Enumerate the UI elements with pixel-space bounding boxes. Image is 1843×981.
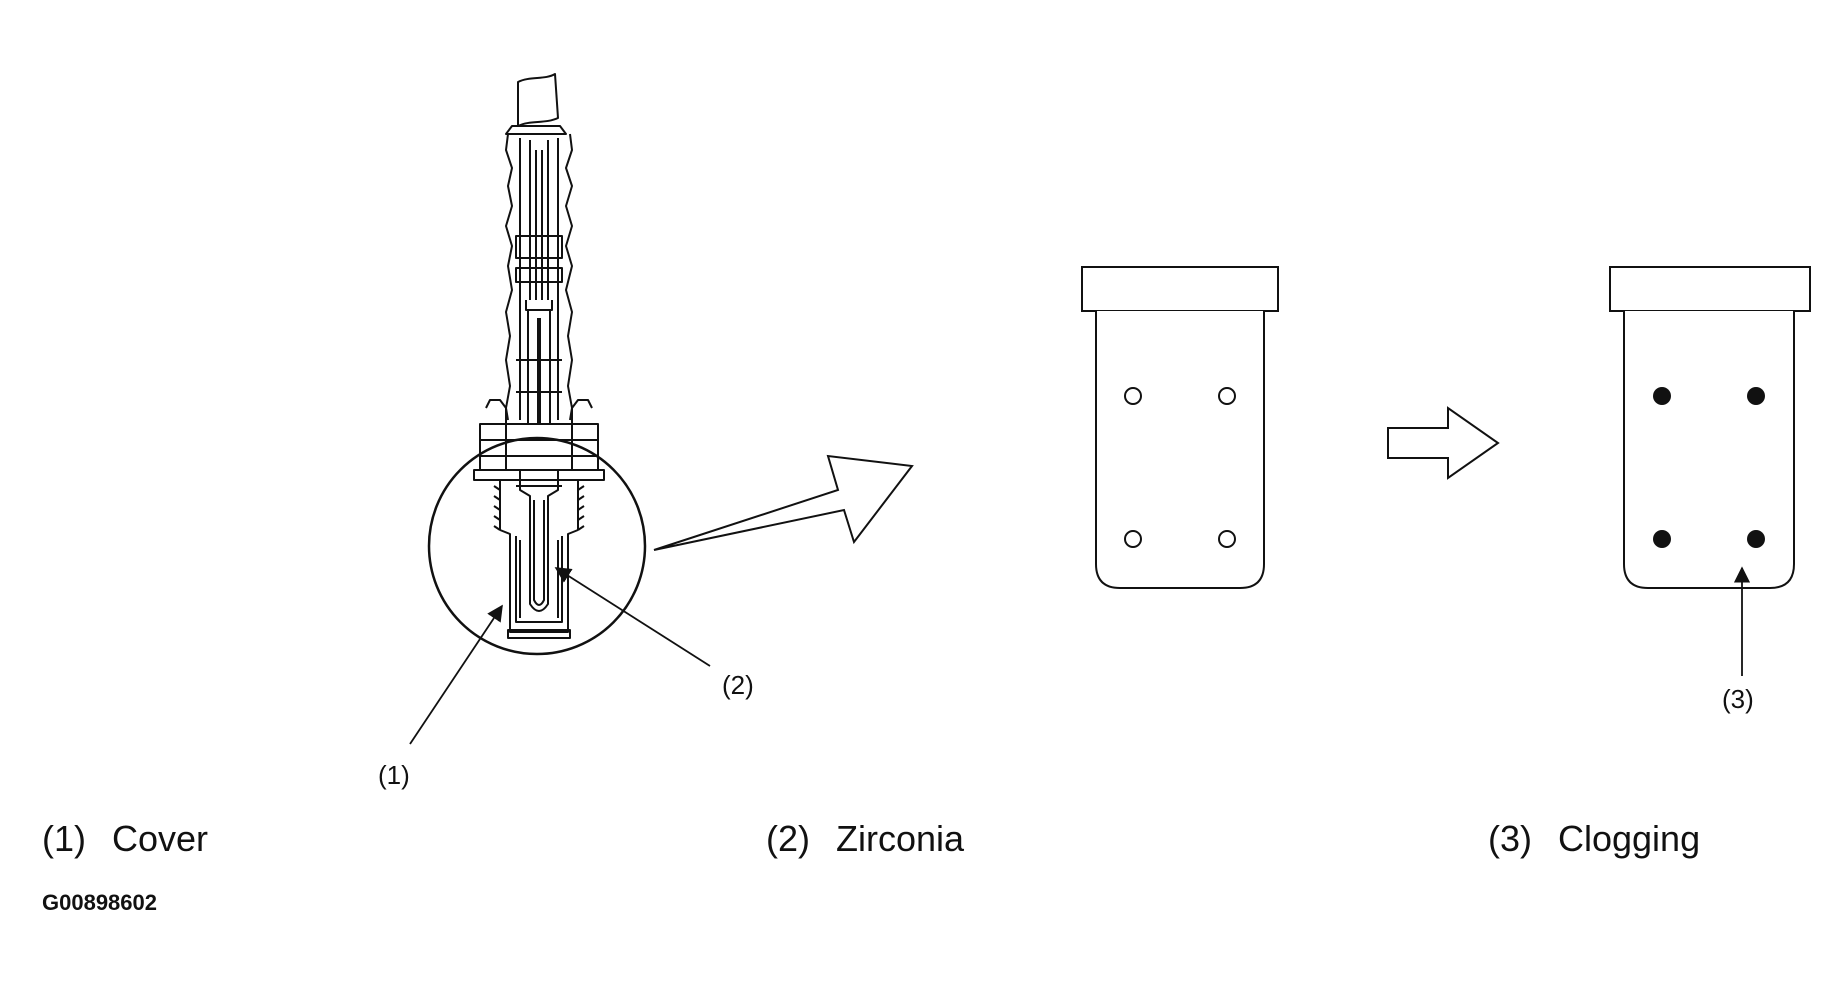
- clean-hole: [1218, 530, 1236, 548]
- legend-label: Zirconia: [836, 818, 965, 859]
- sensor-hex-nut: [473, 399, 605, 481]
- clogged-cover-cap: [1609, 266, 1811, 312]
- legend-item-zirconia: (2) Zirconia: [766, 818, 964, 860]
- legend-item-cover: (1) Cover: [42, 818, 208, 860]
- cover-leader-line: [409, 604, 503, 745]
- sensor-cable: [505, 73, 567, 135]
- legend-item-clogging: (3) Clogging: [1488, 818, 1700, 860]
- clogged-hole: [1653, 530, 1671, 548]
- clean-hole: [1218, 387, 1236, 405]
- clean-cover-cap: [1081, 266, 1279, 312]
- clogged-hole: [1747, 530, 1765, 548]
- legend-number: (3): [1488, 818, 1532, 859]
- figure-id: G00898602: [42, 890, 157, 915]
- legend-label: Cover: [112, 818, 209, 859]
- oxygen-sensor: [473, 73, 605, 639]
- clogged-hole: [1747, 387, 1765, 405]
- sensor-protective-cover: [499, 529, 579, 639]
- clogged-cover-view: [1609, 266, 1811, 589]
- zirconia-callout: (2): [722, 670, 754, 700]
- clean-hole: [1124, 387, 1142, 405]
- clogging-callout: (3): [1722, 684, 1754, 714]
- legend-number: (2): [766, 818, 810, 859]
- cover-callout: (1): [378, 760, 410, 790]
- clogged-hole: [1653, 387, 1671, 405]
- transition-arrow-icon: [1387, 406, 1500, 480]
- clean-cover-body: [1095, 311, 1265, 589]
- clean-cover-view: [1081, 266, 1279, 589]
- sensor-upper-body: [505, 133, 573, 440]
- zirconia-leader-line: [554, 567, 711, 667]
- magnification-circle: [427, 436, 647, 656]
- enlarge-arrow-icon: [653, 454, 914, 551]
- sensor-zirconia-element: [529, 496, 549, 612]
- legend-label: Clogging: [1558, 818, 1701, 859]
- clean-hole: [1124, 530, 1142, 548]
- legend-number: (1): [42, 818, 86, 859]
- clogged-cover-body: [1623, 311, 1795, 589]
